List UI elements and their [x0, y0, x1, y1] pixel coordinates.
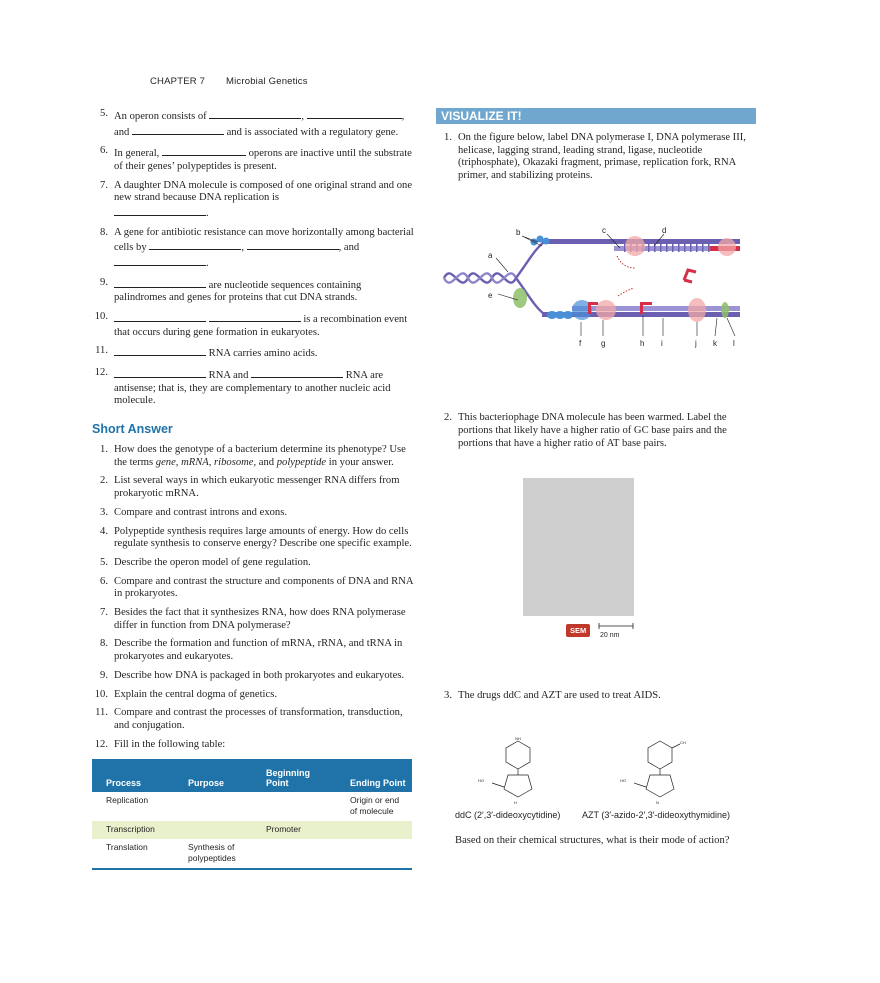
table-row: Translation Synthesis of polypeptides [92, 839, 412, 869]
short-answer-question: 11.Compare and contrast the processes of… [95, 707, 403, 731]
figure-label-lines [495, 233, 736, 337]
azt-structure: CH HO N [620, 740, 686, 805]
answer-blank[interactable] [161, 145, 246, 157]
fill-in-question-9: 9. are nucleotide sequences containing p… [100, 276, 362, 304]
short-answer-heading: Short Answer [92, 422, 173, 436]
sem-badge: SEM [566, 624, 591, 637]
short-answer-question: 3.Compare and contrast introns and exons… [100, 506, 287, 518]
lower-fork [513, 268, 740, 322]
table-cell: Synthesis of polypeptides [188, 842, 236, 864]
table-cell[interactable] [252, 839, 336, 869]
short-answer-question: 5.Describe the operon model of gene regu… [100, 556, 311, 568]
answer-blank[interactable] [114, 255, 206, 266]
svg-text:H: H [514, 800, 517, 805]
table-cell: Replication [106, 795, 149, 806]
dna-replication-figure: b a c d e f g h i j k l [442, 226, 740, 348]
process-table: Process Purpose Beginning Point Ending P… [92, 759, 412, 871]
table-cell[interactable] [336, 839, 412, 869]
dna-double-helix [442, 272, 518, 284]
short-answer-question-1: 1. How does the genotype of a bacterium … [100, 444, 406, 468]
table-header-row: Process Purpose Beginning Point Ending P… [92, 759, 412, 793]
table-cell[interactable] [336, 821, 412, 840]
figure-label-g: g [601, 339, 605, 348]
short-answer-question: 9.Describe how DNA is packaged in both p… [100, 669, 405, 681]
mode-of-action-question: Based on their chemical structures, what… [455, 835, 730, 846]
fill-in-question-7: 7. A daughter DNA molecule is composed o… [100, 179, 413, 219]
short-answer-question: 8.Describe the formation and function of… [100, 638, 403, 663]
fill-in-question-12: 12. RNA and RNA are antisense; that is, … [94, 367, 391, 407]
figure-label-k: k [713, 339, 718, 348]
answer-blank[interactable] [114, 345, 206, 357]
short-answer-question: 12.Fill in the following table: [94, 738, 226, 750]
figure-label-i: i [661, 339, 663, 348]
answer-blank[interactable] [209, 108, 302, 119]
table-header: Ending Point [336, 759, 412, 793]
short-answer-question: 10.Explain the central dogma of genetics… [94, 688, 277, 700]
figure-label-a: a [488, 251, 493, 260]
fill-in-question-5: 5. An operon consists of , , and and is … [100, 108, 405, 138]
visualize-question-3: 3. The drugs ddC and AZT are used to tre… [444, 690, 661, 702]
table-cell: Origin or end of molecule [350, 795, 400, 817]
table-row: Transcription Promoter [92, 821, 412, 840]
svg-text:N: N [656, 800, 659, 805]
answer-blank[interactable] [149, 239, 242, 251]
figure-label-f: f [579, 339, 582, 348]
svg-text:HO: HO [478, 778, 484, 783]
table-cell: Promoter [252, 821, 336, 840]
bacteriophage-micrograph [523, 478, 634, 616]
right-column: VISUALIZE IT! 1. On the figure below, la… [436, 108, 756, 709]
table-header: Purpose [174, 759, 252, 793]
chapter-number: CHAPTER 7 [150, 76, 206, 87]
figure-label-d: d [662, 226, 666, 235]
answer-blank[interactable] [246, 239, 339, 251]
fill-in-question-11: 11. RNA carries amino acids. [95, 345, 318, 360]
figure-label-l: l [733, 339, 735, 348]
short-answer-question: 2.List several ways in which eukaryotic … [100, 475, 400, 499]
visualize-question-1: 1. On the figure below, label DNA polyme… [444, 132, 746, 181]
svg-text:CH: CH [680, 740, 686, 745]
short-answer-question: 6.Compare and contrast the structure and… [100, 575, 413, 600]
answer-blank[interactable] [306, 108, 402, 119]
answer-blank[interactable] [114, 205, 206, 216]
page-header: CHAPTER 7 Microbial Genetics [150, 76, 308, 87]
ddc-structure: NH HO H [478, 736, 533, 805]
short-answer-list: 2.List several ways in which eukaryotic … [92, 475, 414, 751]
fill-in-question-10: 10. is a recombination event that occurs… [94, 311, 408, 338]
visualize-banner: VISUALIZE IT! [436, 108, 756, 124]
table-header: Beginning Point [252, 759, 336, 793]
left-column: 5. An operon consists of , , and and is … [92, 108, 414, 871]
figure-label-c: c [602, 226, 606, 235]
scale-label: 20 nm [600, 632, 620, 639]
short-answer-question: 7.Besides the fact that it synthesizes R… [100, 607, 406, 631]
answer-blank[interactable] [114, 277, 206, 288]
answer-blank[interactable] [131, 124, 224, 135]
upper-fork [515, 235, 740, 279]
fill-in-question-8: 8. A gene for antibiotic resistance can … [100, 226, 414, 269]
answer-blank[interactable] [251, 367, 344, 379]
figure-label-b: b [516, 228, 521, 237]
short-answer-question: 4.Polypeptide synthesis requires large a… [100, 525, 412, 550]
figure-label-e: e [488, 291, 493, 300]
table-cell[interactable] [174, 821, 252, 840]
azt-caption: AZT (3′-azido-2′,3′-dideoxythymidine) [582, 810, 730, 820]
figure-label-h: h [640, 339, 644, 348]
visualize-question-2: 2. This bacteriophage DNA molecule has b… [444, 412, 727, 449]
scale-bar [598, 623, 634, 629]
table-cell[interactable] [174, 792, 252, 821]
table-cell: Transcription [92, 821, 174, 840]
table-row: Replication Origin or end of molecule [92, 792, 412, 821]
svg-text:HO: HO [620, 778, 626, 783]
answer-blank[interactable] [114, 311, 206, 323]
answer-blank[interactable] [208, 311, 301, 323]
table-cell: Translation [106, 842, 148, 853]
answer-blank[interactable] [114, 367, 206, 379]
table-cell[interactable] [252, 792, 336, 821]
table-header: Process [92, 759, 174, 793]
chapter-title: Microbial Genetics [225, 76, 308, 87]
ddc-caption: ddC (2′,3′-dideoxycytidine) [455, 810, 561, 820]
svg-text:NH: NH [515, 736, 521, 741]
figure-label-j: j [694, 339, 697, 348]
fill-in-question-6: 6. In general, operons are inactive unti… [100, 145, 412, 172]
